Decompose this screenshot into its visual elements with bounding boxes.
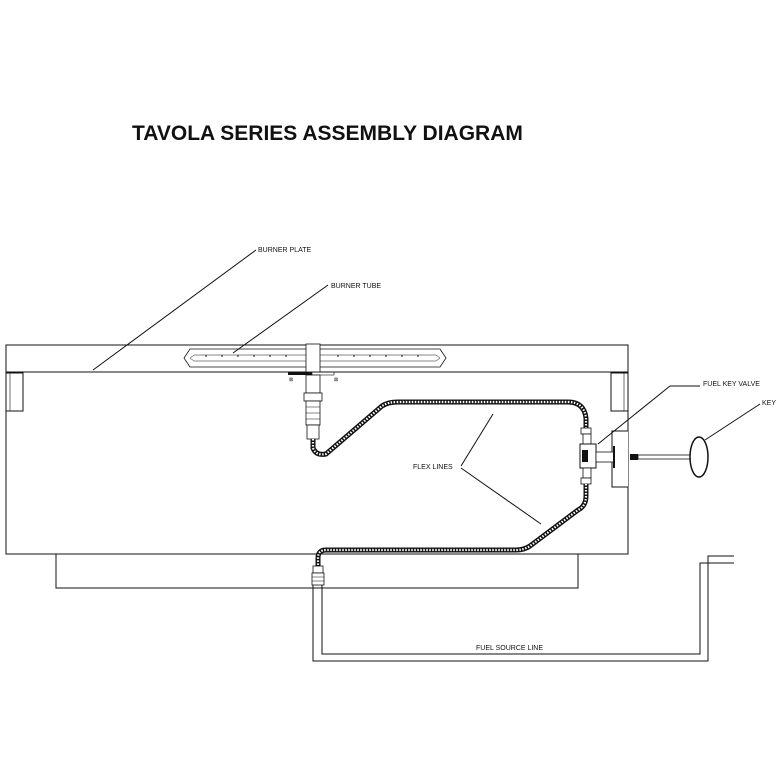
fuel-key-valve xyxy=(579,427,615,485)
label-fuel-key-valve: FUEL KEY VALVE xyxy=(703,381,760,388)
svg-text:⊠: ⊠ xyxy=(334,377,338,383)
label-fuel-source-line: FUEL SOURCE LINE xyxy=(476,645,543,652)
fuel-source-connector xyxy=(311,565,325,586)
label-burner-plate: BURNER PLATE xyxy=(258,247,311,254)
flex-line-upper xyxy=(310,399,589,457)
svg-text:⊠: ⊠ xyxy=(289,377,293,383)
right-bracket xyxy=(610,372,629,412)
key xyxy=(630,436,709,478)
left-bracket xyxy=(5,372,24,412)
leader-lines xyxy=(92,249,761,525)
label-flex-lines: FLEX LINES xyxy=(413,464,453,471)
fuel-source-line xyxy=(312,555,734,662)
label-burner-tube: BURNER TUBE xyxy=(331,283,381,290)
label-key: KEY xyxy=(762,400,776,407)
burner-tube: ⊠ ⊠ xyxy=(183,343,447,383)
burner-fitting xyxy=(303,374,323,440)
flex-line-lower xyxy=(315,484,589,566)
diagram-title: TAVOLA SERIES ASSEMBLY DIAGRAM xyxy=(132,122,523,145)
